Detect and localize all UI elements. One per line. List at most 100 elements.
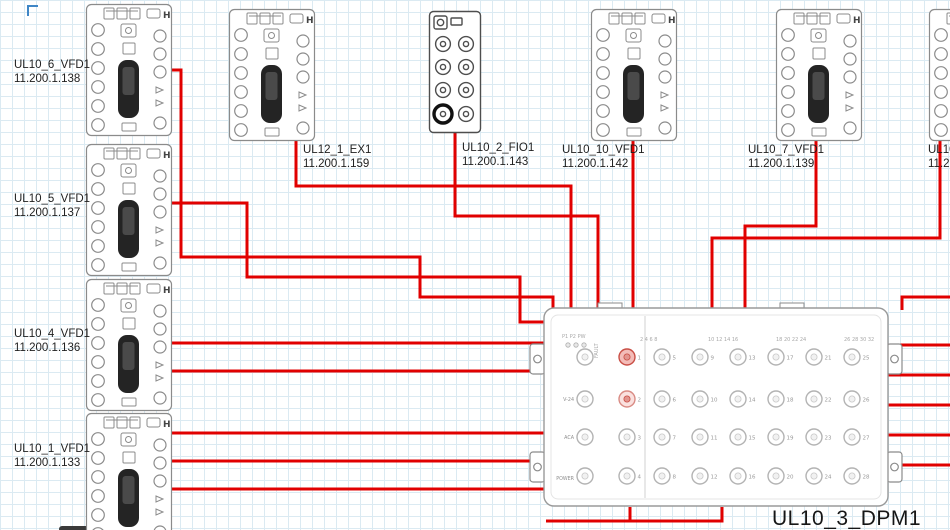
- port-number: 26: [863, 398, 870, 404]
- port-number: 23: [825, 436, 832, 442]
- device-name: UL10_4_VFD1: [14, 328, 91, 340]
- connector-pin-icon: [658, 433, 666, 441]
- cable-connection[interactable]: [172, 68, 555, 309]
- device-module-vfd[interactable]: H: [928, 8, 950, 147]
- port-number: 11: [711, 436, 718, 442]
- device-name: UL10_10_VFD1: [562, 144, 645, 156]
- device-module-vfd[interactable]: H: [85, 3, 173, 142]
- port-number: 16: [749, 475, 756, 481]
- port-number: 15: [749, 436, 756, 442]
- port-number: 21: [825, 356, 832, 362]
- module-drawing: H: [85, 278, 173, 412]
- hub-label[interactable]: UL10_3_DPM1: [772, 507, 922, 530]
- connector-pin-icon: [658, 472, 666, 480]
- port-number: 2: [638, 398, 642, 404]
- device-module-vfd[interactable]: H: [85, 412, 173, 530]
- device-module-vfd[interactable]: H: [85, 143, 173, 282]
- cable-connection[interactable]: [900, 295, 950, 310]
- device-ip: 11.200.1.139: [748, 158, 815, 171]
- port-number: 25: [863, 356, 870, 362]
- connector-pin-icon: [623, 433, 631, 441]
- connector-pin-icon: [581, 472, 589, 480]
- cable-connection[interactable]: [453, 130, 600, 309]
- connector-pin-icon: [772, 433, 780, 441]
- connector-pin-icon: [581, 353, 589, 361]
- device-label[interactable]: UL1011.2: [928, 143, 950, 171]
- device-ip: 11.200.1.138: [14, 73, 81, 86]
- device-ip: 11.200.1.136: [14, 342, 81, 355]
- h-mark: H: [163, 11, 171, 21]
- device-label[interactable]: UL10_5_VFD1 11.200.1.137: [14, 192, 90, 220]
- port-number: 19: [787, 436, 794, 442]
- port-number: 3: [638, 436, 642, 442]
- pin-cluster-label: 26 28 30 32: [844, 337, 874, 343]
- top-tab-icon: [289, 13, 304, 24]
- port-number: 20: [787, 475, 794, 481]
- hub-fault-label: FAULT: [594, 342, 600, 358]
- port-number: 12: [711, 475, 718, 481]
- hub-side-label: ACA: [564, 435, 575, 441]
- device-module-vfd[interactable]: H: [590, 8, 678, 147]
- module-drawing: H: [228, 8, 316, 142]
- device-name: UL10_7_VFD1: [748, 144, 825, 156]
- port-number: 7: [673, 436, 677, 442]
- h-mark: H: [163, 151, 171, 161]
- module-drawing: H: [85, 143, 173, 277]
- cable-connection[interactable]: [743, 136, 818, 309]
- device-ip: 11.2: [928, 158, 950, 171]
- device-label[interactable]: UL10_1_VFD1 11.200.1.133: [14, 442, 90, 470]
- device-name: UL10_1_VFD1: [14, 443, 91, 455]
- port-number: 1: [638, 356, 642, 362]
- pin-cluster-label: 18 20 22 24: [776, 337, 806, 343]
- connector-pin-icon: [623, 395, 631, 403]
- connector-pin-icon: [772, 353, 780, 361]
- port-number: 24: [825, 475, 832, 481]
- cable-connection[interactable]: [546, 507, 724, 523]
- module-drawing: H: [928, 8, 950, 142]
- module-drawing: H: [85, 412, 173, 530]
- device-ip: 11.200.1.133: [14, 457, 81, 470]
- connector-pin-icon: [696, 395, 704, 403]
- device-ip: 11.200.1.142: [562, 158, 629, 171]
- device-module-vfd[interactable]: H: [775, 8, 863, 147]
- device-name: UL12_1_EX1: [303, 144, 372, 156]
- connector-pin-icon: [734, 395, 742, 403]
- connector-pin-icon: [581, 395, 589, 403]
- cable-connection[interactable]: [172, 201, 545, 324]
- module-drawing: H: [85, 3, 173, 137]
- device-module-fio[interactable]: [428, 10, 482, 139]
- port-number: 8: [673, 475, 677, 481]
- connector-pin-icon: [848, 472, 856, 480]
- connector-pin-icon: [696, 472, 704, 480]
- port-number: 28: [863, 475, 870, 481]
- device-label[interactable]: UL10_4_VFD1 11.200.1.136: [14, 327, 90, 355]
- cable-connection[interactable]: [294, 138, 573, 309]
- top-tab-icon: [146, 148, 161, 159]
- connector-pin-icon: [658, 353, 666, 361]
- connector-pin-icon: [734, 472, 742, 480]
- device-label[interactable]: UL10_10_VFD1 11.200.1.142: [562, 143, 644, 171]
- connector-pin-icon: [696, 353, 704, 361]
- device-ip: 11.200.1.137: [14, 207, 81, 220]
- device-label[interactable]: UL10_7_VFD1 11.200.1.139: [748, 143, 824, 171]
- device-module-vfd[interactable]: H: [228, 8, 316, 147]
- cable-connection[interactable]: [710, 138, 942, 309]
- connector-pin-icon: [623, 472, 631, 480]
- pin-cluster-label: 10 12 14 16: [708, 337, 738, 343]
- h-mark: H: [668, 16, 676, 26]
- top-tab-icon: [651, 13, 666, 24]
- device-name: UL10_5_VFD1: [14, 193, 91, 205]
- device-module-vfd[interactable]: H: [85, 278, 173, 417]
- port-number: 6: [673, 398, 677, 404]
- led-icon: [581, 342, 587, 348]
- hub-port-grid: 1234567891011121314151617181920212223242…: [576, 348, 870, 485]
